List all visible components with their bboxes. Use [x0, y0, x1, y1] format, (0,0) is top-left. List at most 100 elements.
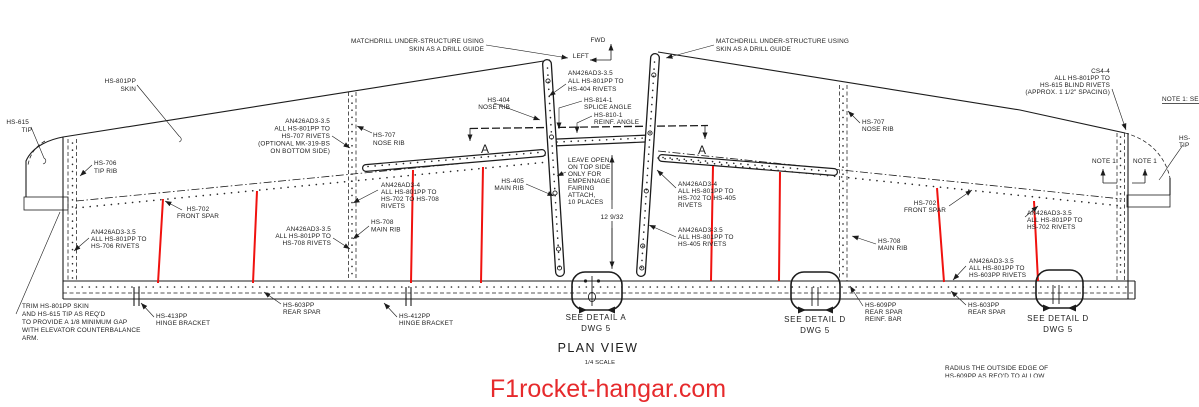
rib-bolt: [545, 78, 551, 84]
rib-bolt: [643, 188, 649, 194]
note-trim: TRIM HS-801PP SKIN: [22, 303, 89, 310]
callout-nose-rib-707-left-l2: NOSE RIB: [373, 140, 405, 147]
leader-reinf-angle: [574, 115, 593, 133]
callout-hinge-412: HS-412PP: [399, 313, 430, 320]
note-trim-l5: ARM.: [22, 335, 39, 342]
callout-rivets-708-left-l3: HS-708 RIVETS: [283, 240, 331, 247]
detail-d-right-arrow-right: [1068, 304, 1076, 312]
detail-a-arrow-left: [579, 306, 587, 314]
detail-callouts: [571, 269, 1084, 314]
note-leave-open-l6: ATTACH,: [568, 192, 596, 199]
callout-cs44-l4: (APPROX. 1 1/2" SPACING): [1025, 89, 1110, 96]
leader-leave-open: [556, 171, 567, 177]
callout-tip-left: HS-615: [6, 119, 29, 126]
leader-hinge-412: [383, 302, 398, 318]
compass-left: LEFT: [573, 53, 589, 60]
callout-rivets-404-l3: HS-404 RIVETS: [568, 86, 616, 93]
callout-nose-rib-707-right: HS-707: [862, 119, 885, 126]
note-trim-l4: WITH ELEVATOR COUNTERBALANCE: [22, 327, 141, 334]
callout-matchdrill-left: MATCHDRILL UNDER-STRUCTURE USING: [351, 38, 484, 45]
detail-a-rivet: [596, 279, 601, 283]
leader-rivets-702-right: [1024, 205, 1039, 218]
callout-rivets-702-405-l2: ALL HS-801PP TO: [678, 188, 734, 195]
dimension-text-mask: [595, 209, 629, 221]
callout-rivets-706-l3: HS-706 RIVETS: [91, 243, 139, 250]
note-leave-open: LEAVE OPEN: [568, 157, 610, 164]
callout-rivets-603-l3: HS-603PP RIVETS: [969, 272, 1026, 279]
leader-rivets-603: [952, 265, 967, 281]
callout-nose-rib-404-l2: NOSE RIB: [478, 104, 510, 111]
callout-front-spar-left-l2: FRONT SPAR: [177, 213, 219, 220]
callout-skin: HS-801PP: [105, 78, 136, 85]
callout-main-rib-405-left: HS-405: [501, 178, 524, 185]
leader-skin: [136, 84, 182, 143]
callout-rivets-405-l2: ALL HS-801PP TO: [678, 234, 734, 241]
detail-a-boundary: [571, 271, 623, 311]
leader-rivets-702-708: [352, 189, 379, 204]
leader-hinge-413: [140, 302, 155, 318]
detail-a-arrow-right: [607, 306, 615, 314]
callout-reinf-bar-609-l2: REAR SPAR: [865, 309, 903, 316]
callout-rear-spar-left: HS-603PP: [283, 302, 314, 309]
callout-skin-l2: SKIN: [120, 86, 136, 93]
callout-rivets-404-l2: ALL HS-801PP TO: [568, 78, 624, 85]
callout-main-rib-708-left: HS-708: [371, 219, 394, 226]
left-tip-counterbalance-hatch: [23, 196, 69, 211]
note-leave-open-l3: ONLY FOR: [568, 171, 602, 178]
callout-rivets-708-left-l2: ALL HS-801PP TO: [275, 233, 331, 240]
callout-front-spar-left: HS-702: [187, 206, 210, 213]
leader-main-rib-708-left: [352, 225, 370, 240]
callout-rivets-603-l2: ALL HS-801PP TO: [969, 265, 1025, 272]
callout-rivets-706-l2: ALL HS-801PP TO: [91, 236, 147, 243]
callout-rivets-707-left-l5: ON BOTTOM SIDE): [270, 148, 330, 155]
detail-a-rivet: [583, 279, 588, 283]
note-radius-clipped-line: HS-609PP AS REQ'D TO ALLOW: [945, 373, 1045, 377]
detail-d-mid-label: SEE DETAIL D: [784, 315, 846, 324]
right-tip-counterbalance-hatch: [1126, 194, 1171, 208]
callout-tip-right-l2: TIP: [1179, 142, 1189, 149]
leader-reinf-bar-609: [849, 285, 864, 307]
callout-rivets-707-left-l3: HS-707 RIVETS: [282, 133, 330, 140]
rib-bolt: [548, 134, 555, 140]
callout-rivets-702-708-l2: ALL HS-801PP TO: [381, 189, 437, 196]
callout-front-spar-right: HS-702: [914, 200, 937, 207]
leader-splice-angle: [556, 100, 583, 129]
rib-bolt: [556, 265, 563, 271]
callout-cs44-l2: ALL HS-801PP TO: [1054, 75, 1110, 82]
detail-a-label: SEE DETAIL A: [566, 313, 627, 322]
callout-reinf-angle-l2: REINF. ANGLE: [594, 119, 639, 126]
callout-main-rib-708-right: HS-708: [878, 238, 901, 245]
rib-bolt: [640, 243, 646, 249]
callout-cs44-l3: HS-615 BLIND RIVETS: [1040, 82, 1110, 89]
watermark-text: F1rocket-hangar.com: [490, 375, 726, 403]
stabilizer-structure: [23, 51, 1171, 306]
section-a-cut-line: [469, 124, 709, 130]
detail-d-right-label: SEE DETAIL D: [1027, 314, 1089, 323]
callout-reinf-bar-609: HS-609PP: [865, 302, 896, 309]
leader-tip-left: [30, 126, 47, 165]
front-spar-bar-left-fill: [363, 150, 545, 171]
callout-matchdrill-right: MATCHDRILL UNDER-STRUCTURE USING: [716, 38, 849, 45]
note1-marker-right: NOTE 1: [1133, 158, 1157, 165]
callout-tip-rib-left-l2: TIP RIB: [94, 168, 117, 175]
note-leave-open-l5: FAIRING: [568, 185, 595, 192]
detail-a-bolt: [586, 276, 598, 306]
callout-rivets-707-left: AN426AD3-3.5: [285, 118, 330, 125]
callout-nose-rib-707-left: HS-707: [373, 132, 396, 139]
leader-rivets-404: [548, 83, 567, 97]
leader-lines: [15, 44, 1184, 318]
detail-d-mid-hinge-ticks: [811, 287, 819, 306]
callout-tip-left-l2: TIP: [22, 127, 32, 134]
callout-main-rib-405-left-l2: MAIN RIB: [494, 185, 524, 192]
leader-front-spar-left: [164, 200, 183, 211]
note-trim-l2: AND HS-615 TIP AS REQ'D: [22, 311, 106, 318]
note-leave-open-l4: EMPENNAGE: [568, 178, 610, 185]
section-letter-right: A: [698, 143, 706, 157]
note-leave-open-l7: 10 PLACES: [568, 199, 603, 206]
rivet-rows: [67, 61, 1134, 288]
note1-marker-left: NOTE 1: [1092, 158, 1116, 165]
dimension-value: 12 9/32: [600, 214, 623, 221]
detail-d-right-boundary: [1035, 269, 1084, 309]
